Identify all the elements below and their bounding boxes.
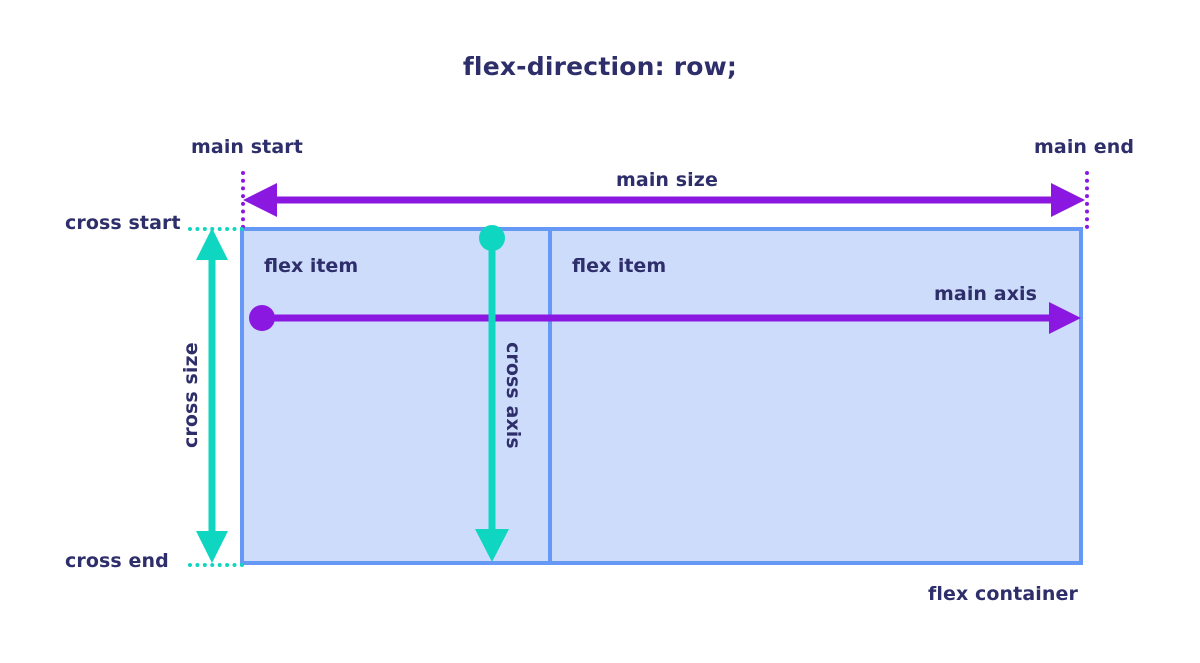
flex-item-1: flex item bbox=[244, 231, 552, 561]
main-axis-label: main axis bbox=[934, 283, 1038, 305]
main-end-guide-line bbox=[1085, 171, 1089, 229]
main-end-label: main end bbox=[1034, 136, 1135, 158]
flex-container-label: flex container bbox=[928, 583, 1078, 605]
cross-start-guide-line bbox=[188, 227, 244, 231]
main-size-label: main size bbox=[616, 169, 718, 191]
flex-item-2: flex item bbox=[552, 231, 1079, 561]
flex-container: flex item flex item bbox=[240, 227, 1083, 565]
cross-size-label: cross size bbox=[180, 342, 202, 448]
flex-item-2-label: flex item bbox=[572, 255, 667, 277]
cross-start-label: cross start bbox=[65, 212, 181, 234]
main-start-guide-line bbox=[241, 171, 245, 229]
flex-item-1-label: flex item bbox=[264, 255, 359, 277]
main-start-label: main start bbox=[191, 136, 303, 158]
cross-end-guide-line bbox=[188, 563, 244, 567]
cross-end-label: cross end bbox=[65, 550, 169, 572]
cross-axis-label: cross axis bbox=[502, 342, 524, 449]
diagram-title: flex-direction: row; bbox=[462, 52, 738, 81]
